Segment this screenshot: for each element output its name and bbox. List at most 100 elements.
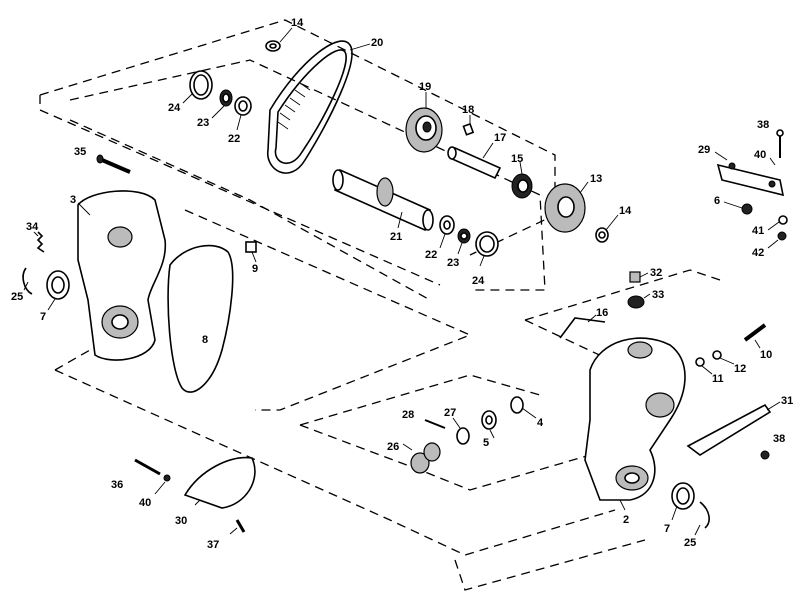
svg-text:17: 17 — [494, 132, 506, 144]
svg-text:14: 14 — [619, 205, 632, 217]
pulley-part-19 — [405, 107, 443, 153]
svg-text:8: 8 — [202, 334, 208, 346]
callout-38-top: 38 — [757, 119, 769, 131]
callout-38-bottom: 38 — [773, 433, 785, 445]
washer-part-24-top — [189, 70, 213, 100]
bracket-part-31 — [686, 403, 772, 456]
washer-part-14-right — [595, 227, 609, 243]
svg-text:22: 22 — [228, 133, 240, 145]
seal-part-33 — [627, 295, 645, 309]
washer-part-23-top — [219, 89, 233, 107]
svg-text:21: 21 — [390, 231, 402, 243]
stud-part-36 — [134, 458, 161, 476]
shaft-part-17 — [447, 146, 502, 180]
svg-text:29: 29 — [698, 144, 710, 156]
nut-part-6 — [741, 203, 753, 215]
callout-20: 20 — [349, 37, 383, 51]
svg-text:7: 7 — [664, 523, 670, 535]
washer-part-11 — [695, 357, 705, 367]
callout-19: 19 — [419, 81, 431, 108]
svg-text:31: 31 — [781, 395, 793, 407]
gear-part-13 — [544, 183, 586, 233]
spring-part-34 — [36, 231, 45, 253]
svg-text:23: 23 — [447, 257, 459, 269]
bushing-part-4 — [510, 396, 524, 414]
callout-22-top: 22 — [228, 114, 242, 145]
svg-text:5: 5 — [483, 437, 489, 449]
svg-text:28: 28 — [402, 409, 414, 421]
callout-34: 34 — [26, 221, 39, 237]
seal-part-5 — [481, 410, 497, 430]
plug-part-32 — [629, 271, 641, 283]
belt-part — [267, 40, 353, 174]
svg-text:41: 41 — [752, 225, 764, 237]
svg-text:26: 26 — [387, 441, 399, 453]
callout-29: 29 — [698, 144, 728, 161]
svg-text:4: 4 — [537, 417, 544, 429]
svg-text:38: 38 — [757, 119, 769, 131]
bearing-part-22-mid — [439, 215, 455, 235]
plug-part-9 — [245, 241, 257, 253]
svg-text:13: 13 — [590, 173, 602, 185]
svg-text:9: 9 — [252, 263, 258, 275]
svg-text:16: 16 — [596, 307, 608, 319]
callout-32: 32 — [639, 267, 662, 279]
callout-30: 30 — [175, 499, 201, 527]
lever-part-16 — [559, 317, 606, 339]
callout-18: 18 — [462, 104, 474, 123]
svg-text:25: 25 — [684, 537, 696, 549]
callout-17: 17 — [482, 132, 506, 159]
callout-4: 4 — [521, 407, 544, 429]
callout-40-bottom: 40 — [139, 481, 166, 509]
callout-26: 26 — [387, 441, 413, 453]
bearing-part-22-top — [234, 96, 252, 116]
assembly-outline-right — [54, 269, 721, 591]
shaft-part-21 — [332, 168, 434, 232]
callout-labels: 14 20 19 18 17 15 13 14 — [11, 17, 793, 551]
pin-part-28 — [424, 419, 446, 429]
gasket-part-8 — [167, 244, 234, 393]
washer-part-12 — [712, 350, 722, 360]
callout-23-top: 23 — [197, 105, 225, 129]
housing-part-2 — [584, 337, 686, 501]
callout-10: 10 — [754, 339, 772, 361]
callout-11: 11 — [701, 365, 724, 385]
callout-14-right: 14 — [605, 205, 632, 231]
svg-text:18: 18 — [462, 104, 474, 116]
callout-40-top: 40 — [754, 149, 776, 166]
svg-text:32: 32 — [650, 267, 662, 279]
svg-text:38: 38 — [773, 433, 785, 445]
svg-text:11: 11 — [712, 373, 724, 385]
callout-42: 42 — [752, 239, 779, 259]
svg-text:15: 15 — [511, 153, 523, 165]
callout-25-right: 25 — [684, 524, 701, 549]
svg-text:42: 42 — [752, 247, 764, 259]
svg-text:35: 35 — [74, 146, 86, 158]
ring-part-27 — [456, 427, 470, 445]
svg-text:19: 19 — [419, 81, 431, 93]
seal-part-7-left — [46, 270, 70, 300]
callout-31: 31 — [766, 395, 793, 411]
bearing-part-15 — [511, 173, 533, 199]
callout-16: 16 — [587, 307, 608, 323]
callout-22-mid: 22 — [425, 233, 446, 261]
washer-part-14-top — [265, 40, 281, 52]
callout-21: 21 — [390, 211, 403, 243]
svg-text:24: 24 — [168, 102, 181, 114]
callout-6: 6 — [714, 195, 743, 209]
svg-text:33: 33 — [652, 289, 664, 301]
svg-text:14: 14 — [291, 17, 304, 29]
callout-14-top: 14 — [279, 17, 304, 43]
callout-24-top: 24 — [168, 92, 194, 114]
bracket-part-29 — [716, 162, 785, 197]
callout-5: 5 — [483, 429, 495, 449]
callout-8: 8 — [202, 334, 208, 346]
callout-37: 37 — [207, 527, 238, 551]
svg-text:27: 27 — [444, 407, 456, 419]
svg-text:7: 7 — [40, 311, 46, 323]
svg-text:34: 34 — [26, 221, 39, 233]
callout-15: 15 — [511, 153, 523, 175]
assembly-outline-upper — [39, 19, 556, 411]
